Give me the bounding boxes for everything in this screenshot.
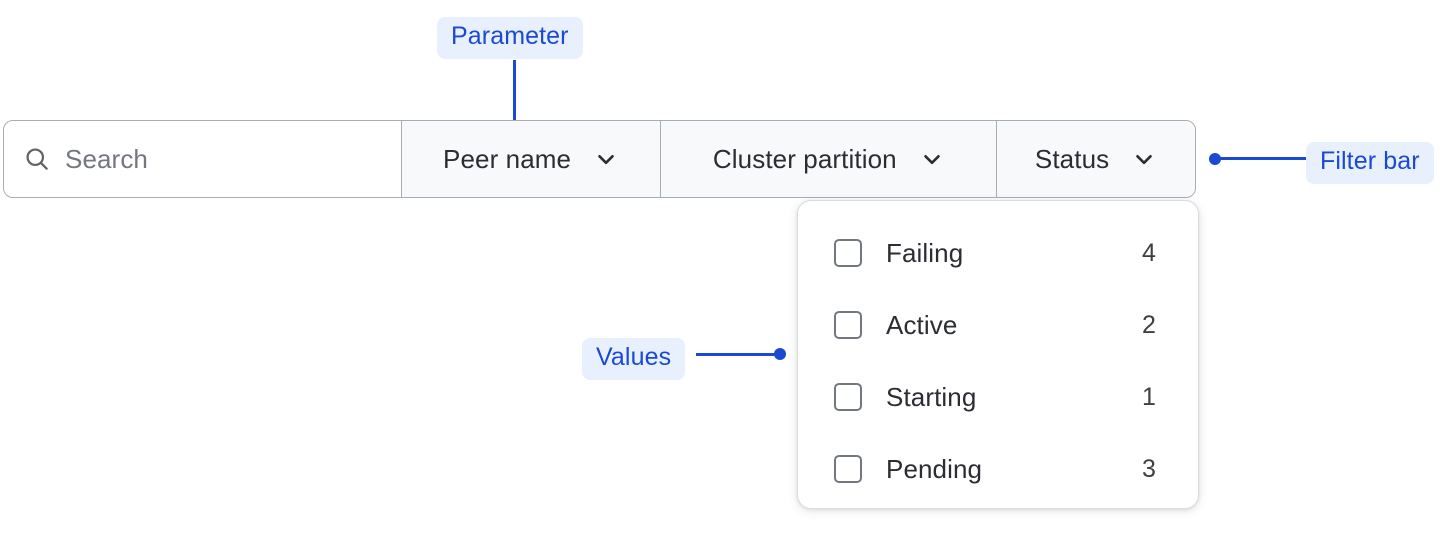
- annotation-filter-bar-endpoint-dot: [1209, 153, 1221, 165]
- dropdown-option-starting[interactable]: Starting 1: [798, 361, 1198, 433]
- annotation-filter-bar: Filter bar: [1306, 142, 1434, 184]
- filter-chip-peer-name[interactable]: Peer name: [401, 121, 662, 197]
- filter-chip-peer-name-label: Peer name: [443, 143, 572, 174]
- annotation-parameter: Parameter: [437, 17, 583, 59]
- filter-chip-status-label: Status: [1034, 143, 1110, 174]
- annotation-values-endpoint-dot: [774, 348, 786, 360]
- dropdown-option-pending-label: Pending: [886, 453, 983, 484]
- annotation-parameter-connector: [513, 60, 516, 144]
- checkbox-starting[interactable]: [834, 383, 862, 411]
- filter-bar: Search Peer name Cluster partition Statu…: [3, 120, 1196, 198]
- annotation-filter-bar-connector: [1219, 157, 1307, 160]
- filter-chip-cluster-partition-label: Cluster partition: [712, 143, 897, 174]
- filter-chip-cluster-partition[interactable]: Cluster partition: [661, 121, 998, 197]
- dropdown-option-active-count: 2: [1141, 310, 1156, 339]
- dropdown-option-pending[interactable]: Pending 3: [798, 433, 1198, 505]
- dropdown-option-pending-count: 3: [1141, 454, 1156, 483]
- search-icon: [26, 148, 48, 170]
- search-placeholder: Search: [65, 143, 148, 174]
- dropdown-option-failing-label: Failing: [886, 237, 964, 268]
- dropdown-option-active[interactable]: Active 2: [798, 289, 1198, 361]
- chevron-down-icon: [598, 154, 614, 165]
- checkbox-failing[interactable]: [834, 239, 862, 267]
- dropdown-option-starting-count: 1: [1141, 382, 1156, 411]
- dropdown-option-failing-count: 4: [1141, 238, 1156, 267]
- annotation-values: Values: [582, 338, 686, 380]
- search-input[interactable]: Search: [4, 121, 402, 197]
- chevron-down-icon: [923, 154, 940, 165]
- annotation-values-connector: [696, 353, 778, 356]
- dropdown-option-active-label: Active: [886, 309, 958, 340]
- checkbox-active[interactable]: [834, 311, 862, 339]
- chevron-down-icon: [1136, 154, 1153, 165]
- dropdown-option-starting-label: Starting: [886, 381, 977, 412]
- filter-chip-status[interactable]: Status: [997, 121, 1195, 197]
- status-dropdown-panel: Failing 4 Active 2 Starting 1 Pending 3: [797, 200, 1199, 509]
- checkbox-pending[interactable]: [834, 455, 862, 483]
- dropdown-option-failing[interactable]: Failing 4: [798, 217, 1198, 289]
